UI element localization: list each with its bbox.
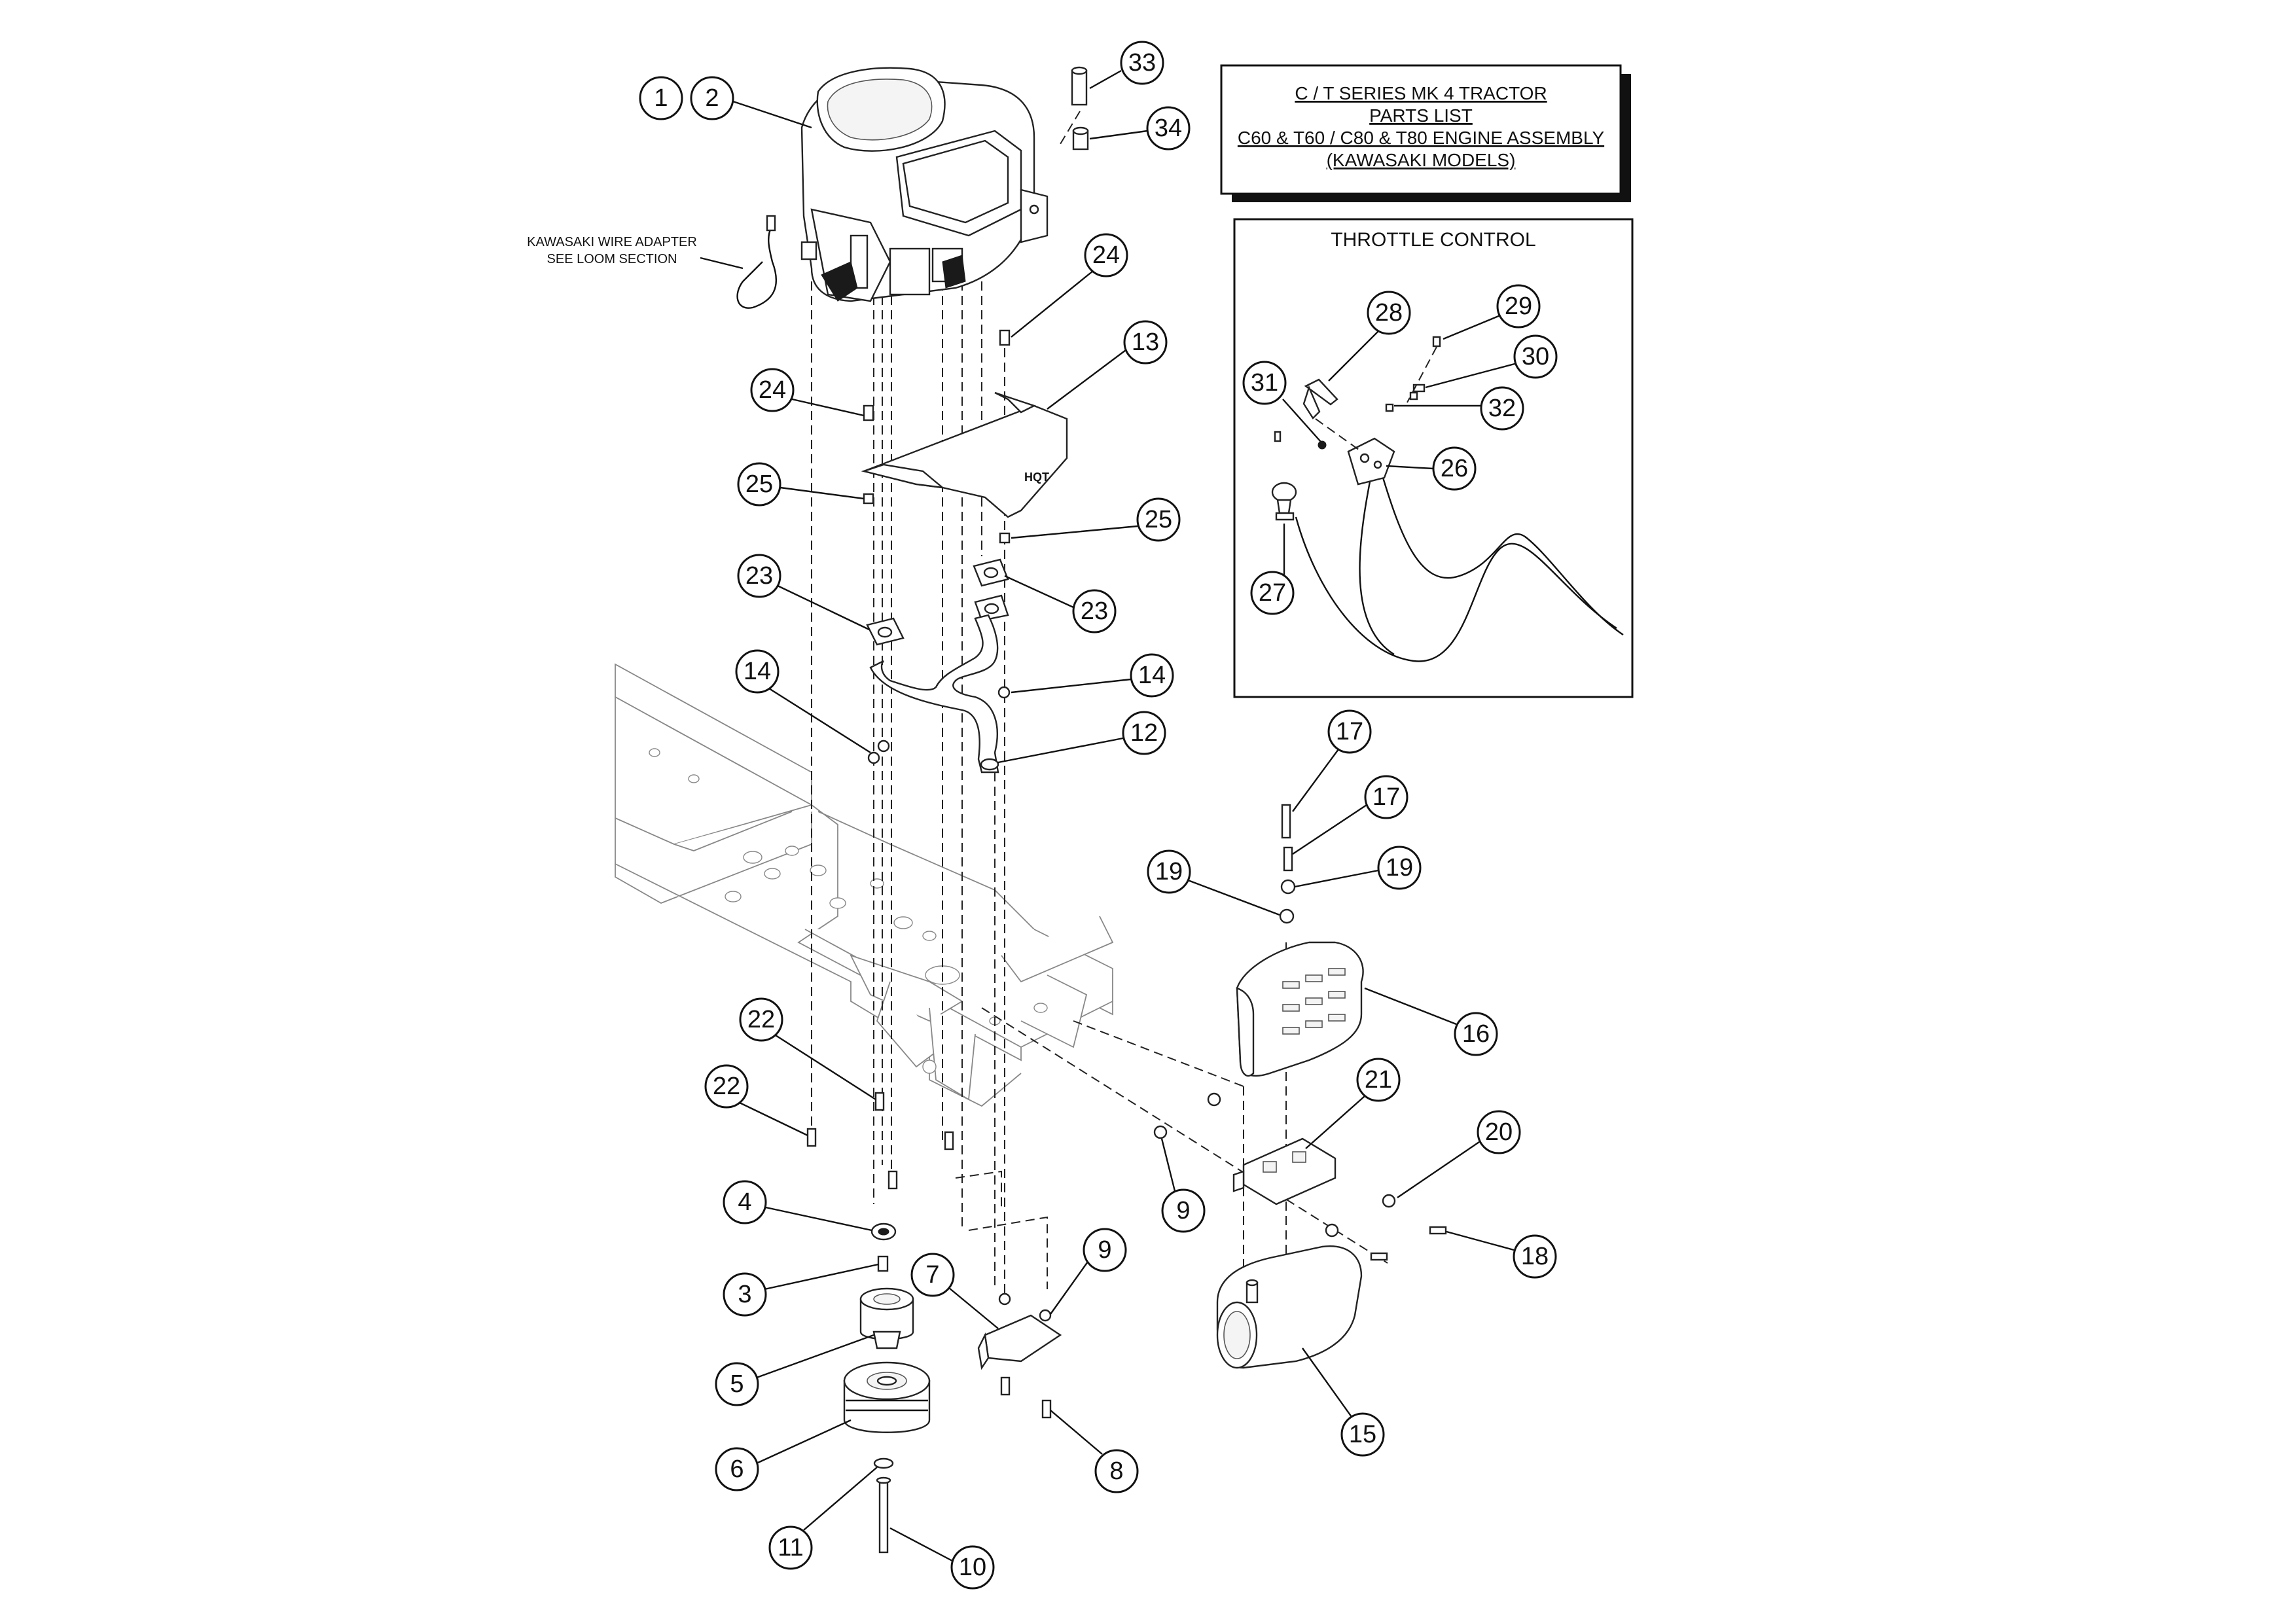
title-line-1: C / T SERIES MK 4 TRACTOR <box>1295 83 1547 103</box>
fitting-34-part <box>1072 126 1089 151</box>
gasket-left-part <box>866 617 905 646</box>
tractor-frame <box>615 663 1114 1107</box>
callout-22-top: 22 <box>747 1006 775 1033</box>
exhaust-pipe-part <box>869 614 999 774</box>
callout-31: 31 <box>1251 369 1278 397</box>
callout-11: 11 <box>778 1534 803 1561</box>
callout-28: 28 <box>1375 299 1403 327</box>
wire-adapter-note-line-1: KAWASAKI WIRE ADAPTER <box>527 235 697 249</box>
title-line-2: PARTS LIST <box>1369 105 1473 126</box>
screw-29-part <box>1432 336 1441 348</box>
callout-21: 21 <box>1365 1066 1392 1094</box>
callout-13: 13 <box>1132 329 1159 356</box>
callout-1: 1 <box>654 84 668 112</box>
throttle-knob-part <box>1271 482 1297 503</box>
callouts: 1 2 33 34 24 13 24 25 25 23 <box>639 41 1557 1590</box>
throttle-lever-part <box>1302 378 1338 419</box>
callout-15: 15 <box>1349 1421 1376 1448</box>
callout-23-right: 23 <box>1081 597 1108 625</box>
callout-9-left: 9 <box>1098 1236 1111 1264</box>
callout-20: 20 <box>1485 1118 1513 1146</box>
callout-29: 29 <box>1505 293 1532 320</box>
callout-19-right: 19 <box>1386 854 1413 882</box>
callout-30: 30 <box>1522 343 1549 370</box>
wire-adapter-note-line-2: SEE LOOM SECTION <box>547 252 677 266</box>
callout-24-right: 24 <box>1092 241 1120 269</box>
callout-5: 5 <box>730 1370 744 1398</box>
callout-6: 6 <box>730 1455 744 1483</box>
muffler-guard-part <box>1236 941 1364 1077</box>
heat-shield-part: HQT <box>861 391 1068 518</box>
callout-8: 8 <box>1109 1457 1123 1485</box>
callout-25-left: 25 <box>745 471 773 498</box>
title-line-3: C60 & T60 / C80 & T80 ENGINE ASSEMBLY <box>1238 128 1605 148</box>
callout-9-right: 9 <box>1176 1197 1190 1224</box>
fitting-33-part <box>1071 66 1088 106</box>
callout-18: 18 <box>1521 1243 1549 1270</box>
callout-14-right: 14 <box>1138 662 1166 689</box>
callout-33: 33 <box>1128 49 1156 77</box>
callout-10: 10 <box>959 1554 986 1581</box>
callout-3: 3 <box>738 1281 751 1308</box>
callout-17-bottom: 17 <box>1372 783 1400 811</box>
callout-32: 32 <box>1488 395 1516 422</box>
title-block: C / T SERIES MK 4 TRACTOR PARTS LIST C60… <box>1220 64 1631 202</box>
muffler-part <box>1216 1245 1363 1369</box>
callout-16: 16 <box>1462 1020 1490 1048</box>
callout-2: 2 <box>705 84 719 112</box>
callout-4: 4 <box>738 1188 751 1216</box>
callout-7: 7 <box>925 1261 939 1289</box>
engine-part <box>800 67 1049 302</box>
shield-tag: HQT <box>1024 471 1049 484</box>
callout-14-left: 14 <box>744 658 771 685</box>
wire-adapter-part <box>736 215 778 309</box>
hardware-parts <box>806 329 1447 1261</box>
inset-title: THROTTLE CONTROL <box>1331 229 1535 251</box>
clutch-assembly-part <box>843 1222 931 1554</box>
muffler-bracket-part <box>1232 1137 1336 1205</box>
callout-24-left: 24 <box>759 376 786 404</box>
callout-17-top: 17 <box>1336 718 1363 745</box>
gasket-right-part <box>973 558 1009 622</box>
callout-12: 12 <box>1130 719 1158 747</box>
callout-27: 27 <box>1259 579 1286 607</box>
throttle-control-inset: THROTTLE CONTROL 28 29 30 <box>1233 218 1634 698</box>
callout-22-left: 22 <box>713 1073 740 1100</box>
callout-26: 26 <box>1441 455 1468 482</box>
bracket-7-part <box>977 1293 1062 1419</box>
callout-25-right: 25 <box>1145 506 1172 533</box>
callout-34: 34 <box>1155 115 1182 142</box>
callout-23-left: 23 <box>745 562 773 590</box>
throttle-bracket-part <box>1347 437 1395 486</box>
callout-19-left: 19 <box>1155 858 1183 885</box>
title-line-4: (KAWASAKI MODELS) <box>1327 150 1516 170</box>
